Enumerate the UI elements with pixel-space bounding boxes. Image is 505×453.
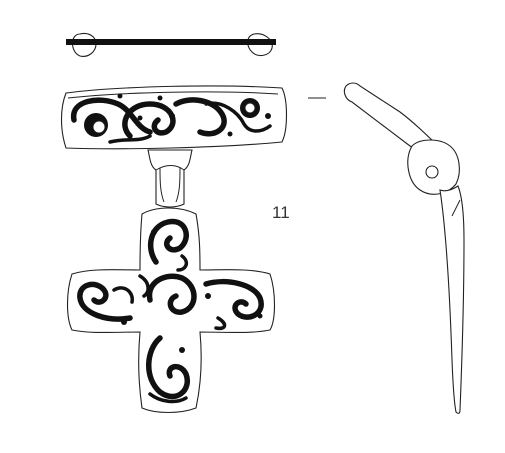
cross-right-scroll-tail — [214, 316, 227, 331]
top-view-bar — [66, 39, 276, 45]
cross-top-dot — [151, 229, 157, 235]
head-plate-dot-3 — [227, 131, 233, 137]
head-plate-scroll-5 — [108, 134, 152, 144]
cross-center-scroll-tail — [138, 274, 150, 298]
neck-inner-left — [159, 167, 165, 203]
head-plate — [60, 85, 288, 150]
head-plate-scroll-4 — [204, 101, 272, 133]
side-profile — [343, 82, 465, 414]
cross-center-dot — [205, 293, 211, 299]
head-plate-right-boss-center — [244, 102, 256, 114]
side-profile-hinge-hole — [425, 165, 439, 179]
cross-bottom-scroll-tail — [148, 392, 188, 404]
head-plate-dot-2 — [157, 95, 163, 101]
cross-right-dot — [257, 313, 263, 319]
side-profile-pin-mark — [451, 199, 461, 217]
neck-inner-right — [175, 167, 181, 203]
head-plate-dot-4 — [117, 93, 123, 99]
neck-outline — [147, 149, 193, 208]
top-view — [66, 32, 276, 57]
head-plate-dot-6 — [137, 115, 143, 121]
neck-loop — [147, 149, 193, 208]
cross-top-scroll-tail — [176, 254, 189, 272]
cross-left-scroll-tail — [112, 286, 134, 304]
cross-center-scroll — [146, 273, 197, 315]
head-plate-dot-1 — [169, 113, 175, 119]
cross-pendant — [66, 207, 276, 414]
cross-left-scroll — [77, 281, 133, 322]
side-profile-pin — [439, 185, 465, 414]
head-plate-inner-line — [67, 91, 279, 99]
cross-left-dot — [121, 319, 127, 325]
head-plate-scroll-1 — [71, 97, 153, 135]
cross-bottom-dot — [179, 347, 185, 353]
neck-top-curve — [155, 165, 185, 171]
head-plate-dot-5 — [265, 113, 271, 119]
head-plate-left-boss-center — [92, 120, 106, 134]
cross-bottom-scroll — [146, 335, 190, 400]
cross-top-scroll — [147, 218, 189, 265]
figure-number: 11 — [272, 203, 290, 222]
cross-right-scroll — [203, 278, 264, 320]
head-plate-scroll-3 — [173, 97, 227, 137]
